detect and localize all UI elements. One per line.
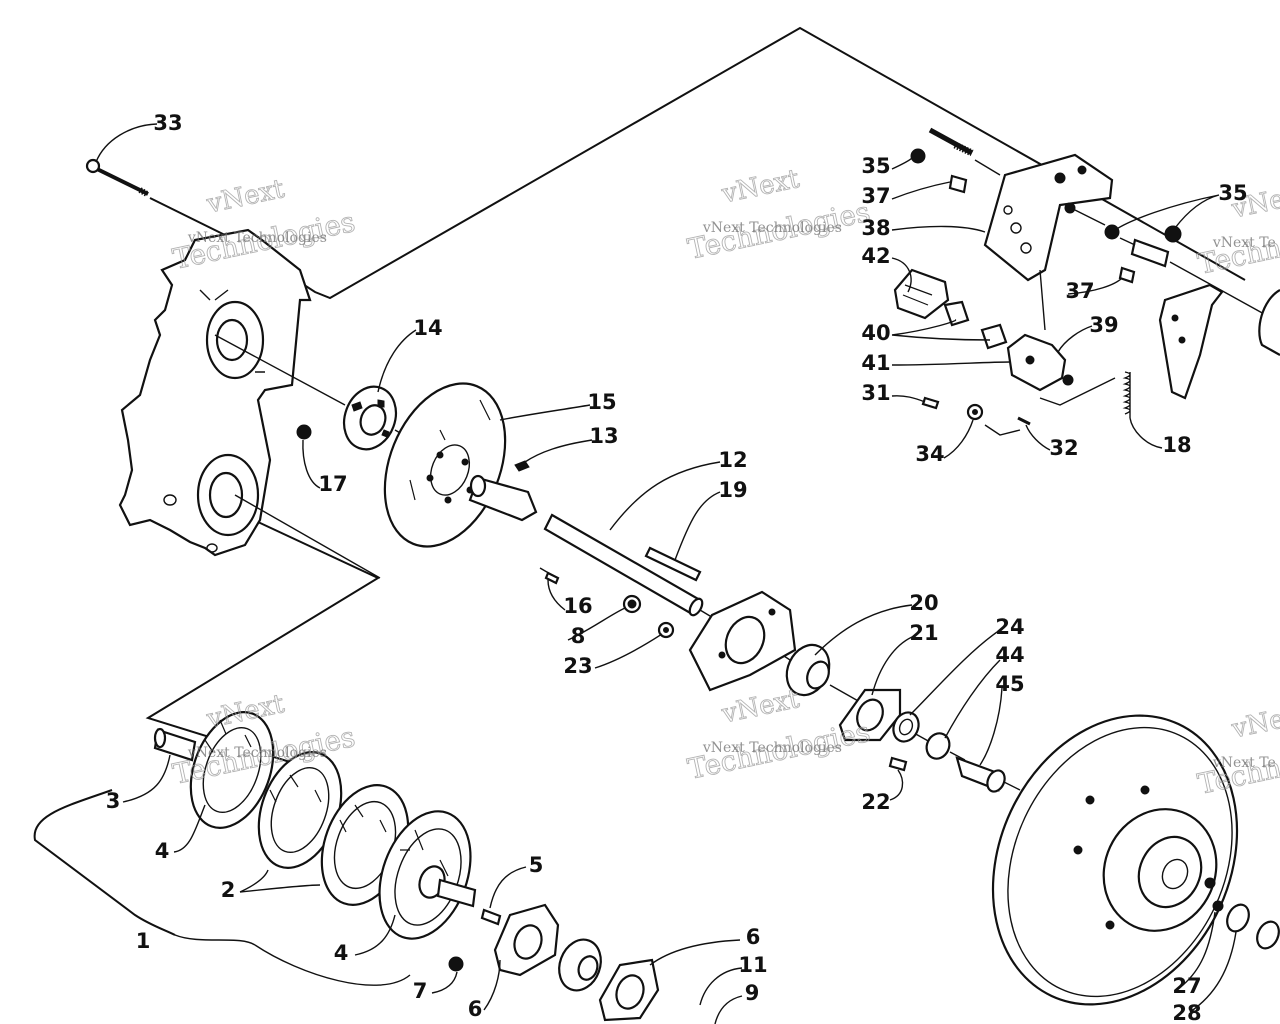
callout-c4a: 4 bbox=[155, 839, 170, 863]
part-18-bracket bbox=[1122, 283, 1224, 418]
callout-c7: 7 bbox=[413, 979, 428, 1003]
part-40-bushing bbox=[943, 300, 1008, 350]
part-14-bearing bbox=[342, 385, 398, 451]
callout-c19: 19 bbox=[718, 478, 747, 502]
bracket-rod bbox=[928, 127, 1001, 176]
callout-c35a: 35 bbox=[861, 154, 890, 178]
part-21-flange bbox=[838, 688, 902, 742]
watermark-caption: vNext Technologies bbox=[702, 740, 842, 756]
watermark-line1: vNext bbox=[718, 684, 802, 730]
callout-c16: 16 bbox=[563, 594, 592, 618]
watermark-caption: vNext Technologies bbox=[187, 230, 327, 246]
callout-c17: 17 bbox=[318, 472, 347, 496]
part-28-washer bbox=[1256, 920, 1280, 950]
callout-c15: 15 bbox=[587, 390, 616, 414]
callout-c45: 45 bbox=[995, 672, 1024, 696]
driven-pulley bbox=[991, 714, 1239, 1006]
callout-c2: 2 bbox=[221, 878, 236, 902]
callout-c6b: 6 bbox=[468, 997, 483, 1021]
watermark-line1: vNext bbox=[1228, 699, 1280, 745]
callout-c13: 13 bbox=[589, 424, 618, 448]
gear-case-housing bbox=[118, 228, 312, 557]
callout-c37a: 37 bbox=[861, 184, 890, 208]
part-5-bolt bbox=[480, 908, 502, 926]
callout-c18: 18 bbox=[1162, 433, 1191, 457]
callout-c27: 27 bbox=[1172, 974, 1201, 998]
lower-bearing bbox=[558, 938, 602, 992]
leader-lines bbox=[95, 123, 1237, 1024]
part-35-nut bbox=[910, 148, 1182, 243]
callout-labels: 1234456678911121314151617181920212223242… bbox=[106, 111, 1248, 1024]
drive-clutch-assembly bbox=[153, 711, 477, 940]
callout-c24: 24 bbox=[995, 615, 1024, 639]
callout-c3: 3 bbox=[106, 789, 121, 813]
callout-c22: 22 bbox=[861, 790, 890, 814]
bearing-plate bbox=[688, 590, 797, 692]
part-38-bracket bbox=[983, 153, 1114, 282]
callout-c11: 11 bbox=[738, 953, 767, 977]
callout-c37b: 37 bbox=[1065, 279, 1094, 303]
callout-c39: 39 bbox=[1089, 313, 1118, 337]
callout-c42: 42 bbox=[861, 244, 890, 268]
part-12-shaft bbox=[543, 513, 704, 617]
callout-c9: 9 bbox=[745, 981, 760, 1005]
callout-c4b: 4 bbox=[334, 941, 349, 965]
callout-c28: 28 bbox=[1172, 1001, 1201, 1024]
part-24-washer bbox=[892, 711, 920, 743]
part-44-bushing bbox=[925, 732, 951, 760]
part-edge-right bbox=[1258, 289, 1280, 356]
watermark-line1: vNext bbox=[203, 174, 287, 220]
watermark-caption: vNext Te bbox=[1212, 755, 1276, 771]
callout-c33: 33 bbox=[153, 111, 182, 135]
part-34-nut bbox=[966, 403, 984, 421]
part-22-bolt bbox=[888, 756, 908, 772]
callout-c31: 31 bbox=[861, 381, 890, 405]
callout-c5: 5 bbox=[529, 853, 544, 877]
callout-c12: 12 bbox=[718, 448, 747, 472]
part-37-spacer bbox=[948, 174, 1170, 284]
callout-c35b: 35 bbox=[1218, 181, 1247, 205]
callout-c38: 38 bbox=[861, 216, 890, 240]
part-13-hub bbox=[468, 460, 560, 585]
part-11-flange bbox=[598, 958, 660, 1022]
part-15-disc bbox=[383, 382, 507, 548]
part-39-switch bbox=[1006, 333, 1074, 392]
callout-c40: 40 bbox=[861, 321, 890, 345]
bracket-axis bbox=[1039, 209, 1276, 331]
part-7-nut bbox=[448, 956, 464, 972]
callout-c41: 41 bbox=[861, 351, 890, 375]
callout-c21: 21 bbox=[909, 621, 938, 645]
part-8-nut bbox=[622, 594, 642, 614]
callout-c44: 44 bbox=[995, 643, 1024, 667]
callout-c6a: 6 bbox=[746, 925, 761, 949]
callout-c23: 23 bbox=[563, 654, 592, 678]
part-6-flange bbox=[493, 903, 560, 977]
bolt-33 bbox=[85, 158, 149, 197]
watermark-caption: vNext Technologies bbox=[702, 220, 842, 236]
part-32-pin bbox=[1017, 416, 1031, 426]
part-17-nut bbox=[296, 424, 312, 440]
callout-c32: 32 bbox=[1049, 436, 1078, 460]
watermark-caption: vNext Te bbox=[1212, 235, 1276, 251]
watermark-caption: vNext Technologies bbox=[187, 745, 327, 761]
callout-c8: 8 bbox=[571, 624, 586, 648]
part-42-block bbox=[893, 268, 950, 320]
callout-c14: 14 bbox=[413, 316, 442, 340]
part-45-spacer bbox=[955, 756, 1006, 793]
part-23-washer bbox=[657, 621, 675, 639]
bracket-connector-lines bbox=[984, 377, 1116, 436]
watermark-line1: vNext bbox=[718, 164, 802, 210]
callout-c20: 20 bbox=[909, 591, 938, 615]
part-31-screw bbox=[921, 396, 940, 410]
part-20-bearing bbox=[785, 643, 831, 697]
callout-c34: 34 bbox=[915, 442, 944, 466]
part-27-washer bbox=[1212, 900, 1250, 933]
callout-c1: 1 bbox=[136, 929, 151, 953]
